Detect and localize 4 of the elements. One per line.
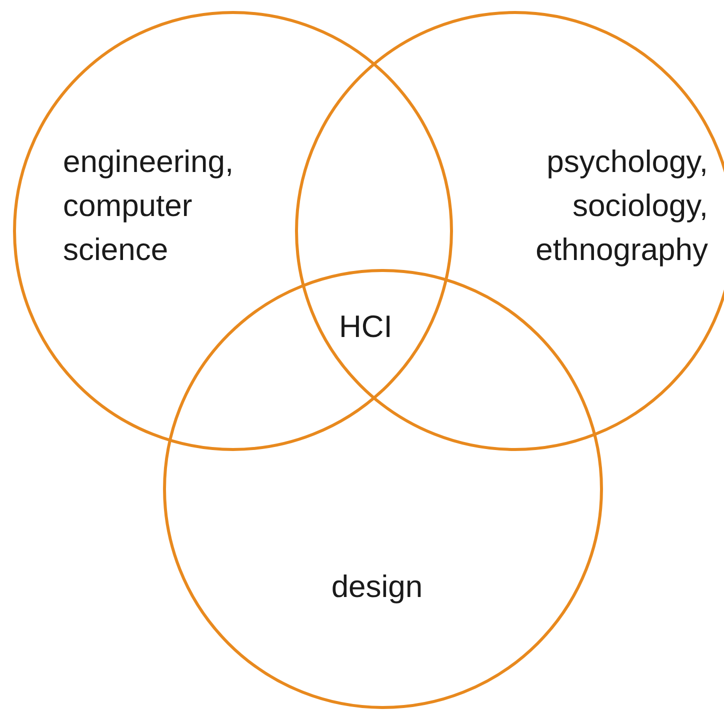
area-label: psychology, sociology, ethnography [534,143,708,269]
area-label: design [330,568,424,606]
area-label: engineering, computer science [63,143,235,269]
intersection-label: HCI [339,309,392,345]
